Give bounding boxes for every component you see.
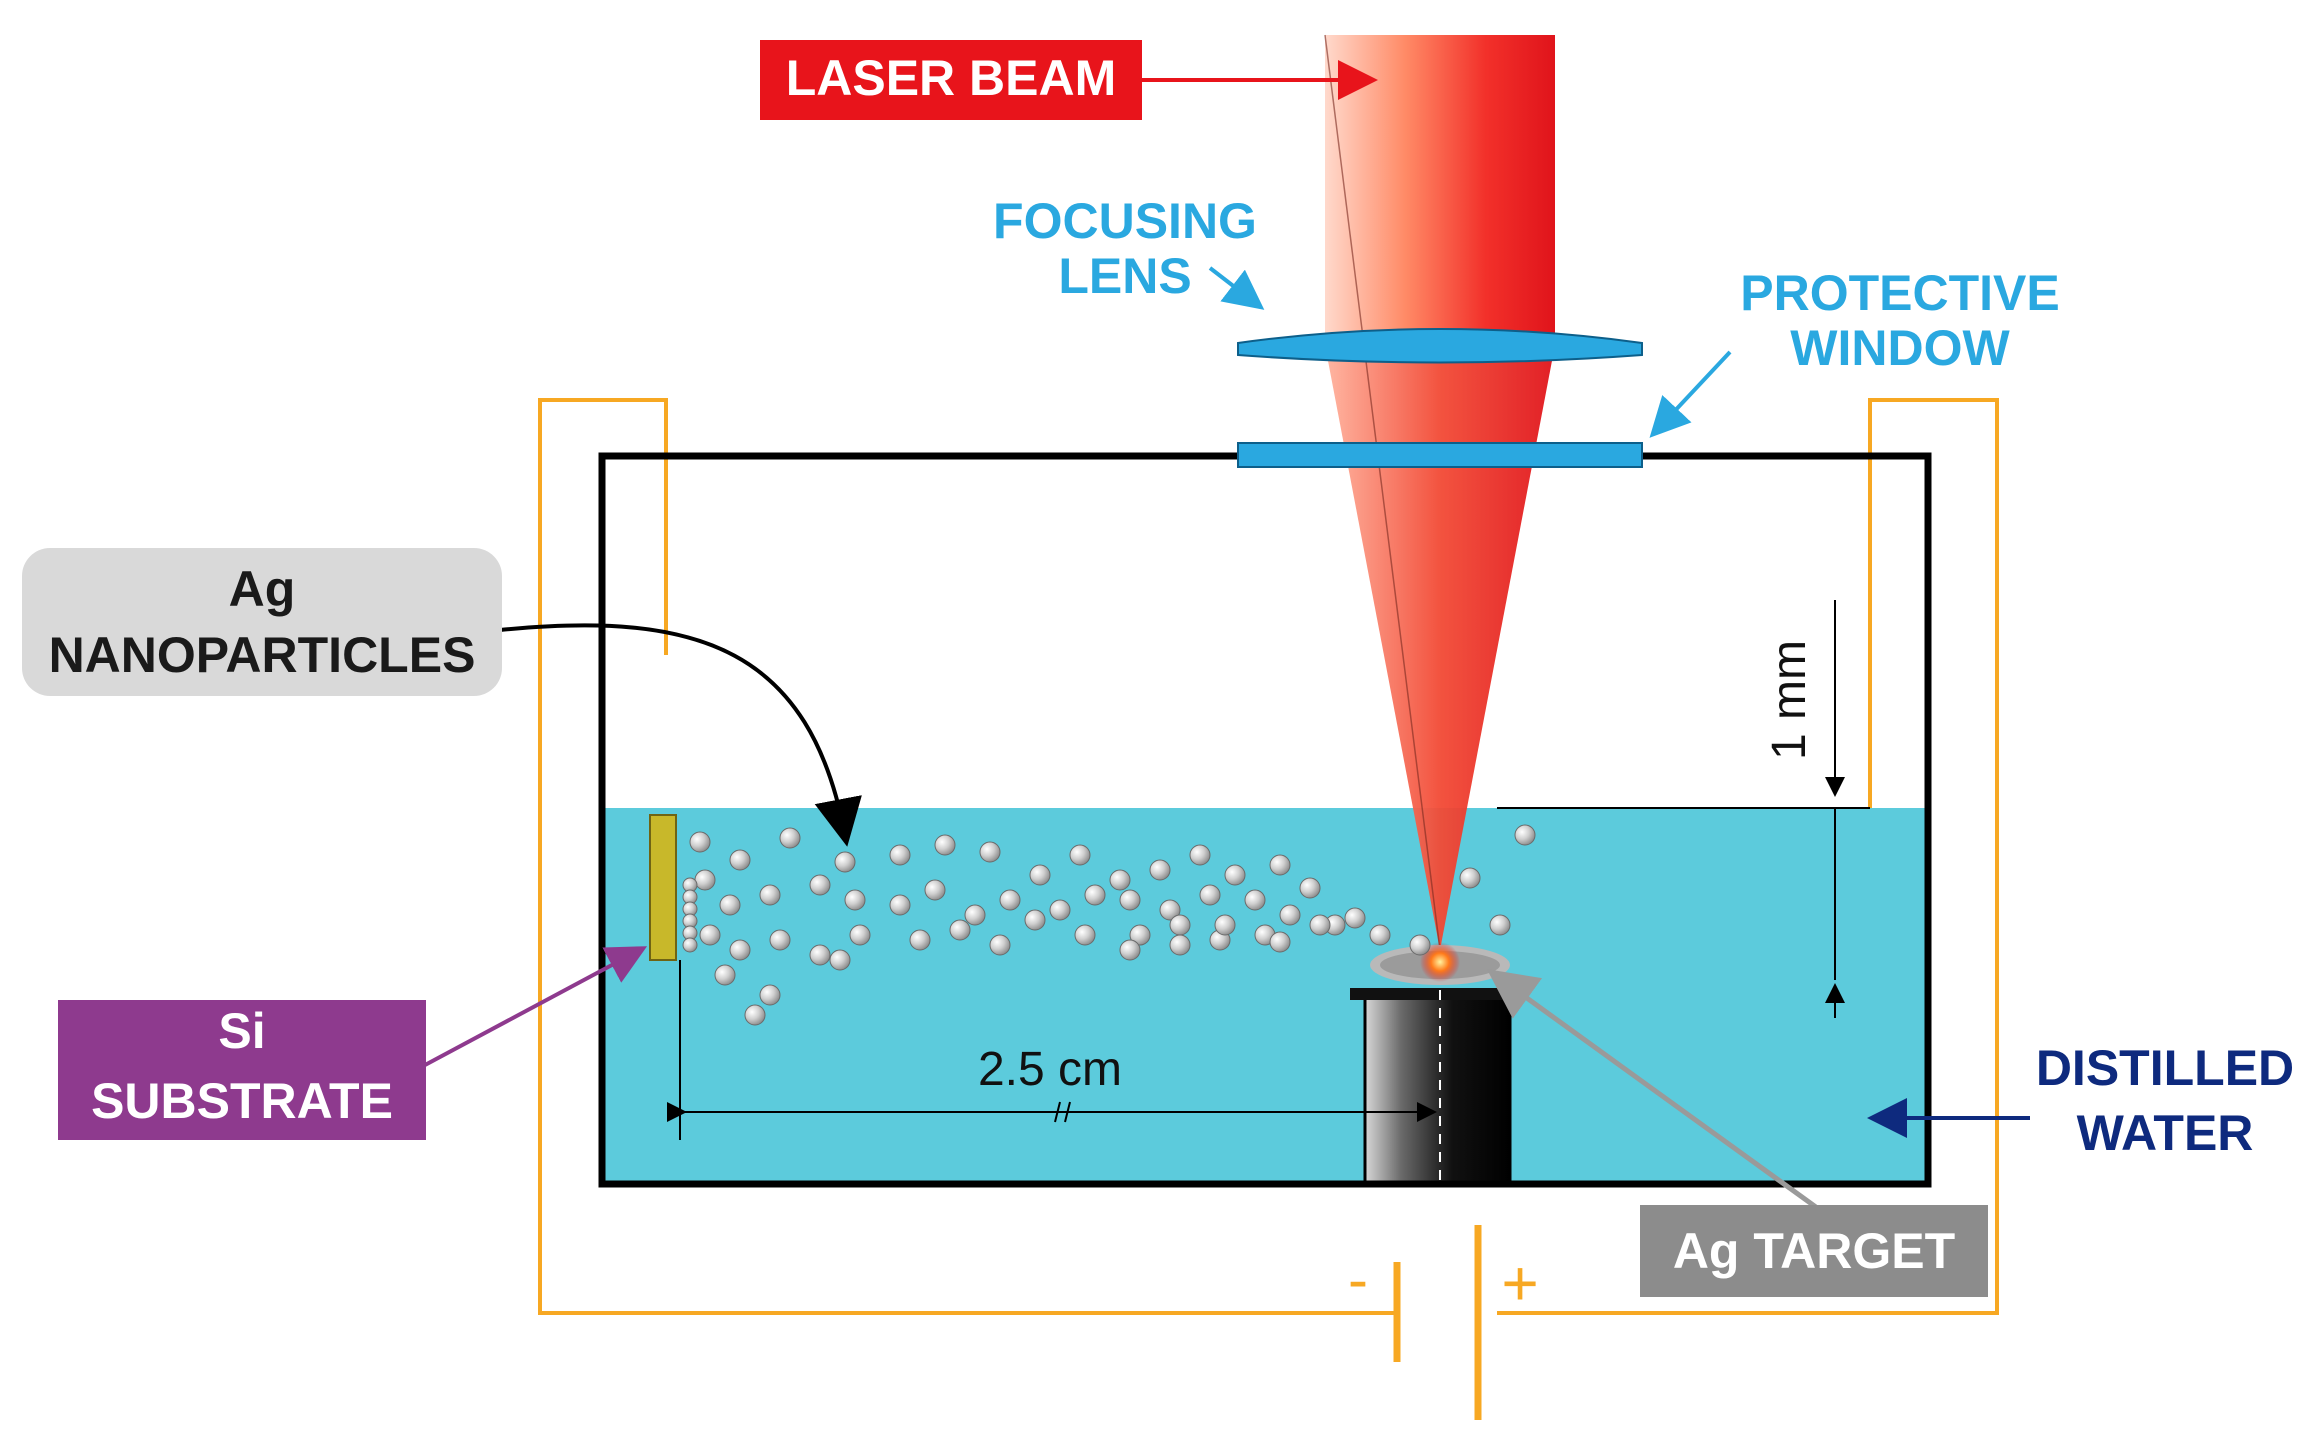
nanoparticle xyxy=(809,944,831,966)
nanoparticle xyxy=(759,984,781,1006)
nanoparticle xyxy=(1119,939,1141,961)
nanoparticle xyxy=(889,894,911,916)
nanoparticle xyxy=(689,831,711,853)
nanoparticle xyxy=(809,874,831,896)
distilled-water-label-1: DISTILLED xyxy=(2036,1040,2294,1096)
si-substrate-label-2: SUBSTRATE xyxy=(91,1073,393,1129)
protective-window-arrow xyxy=(1649,350,1732,438)
nanoparticle xyxy=(694,869,716,891)
si-substrate-label-1: Si xyxy=(218,1003,265,1059)
nanoparticle xyxy=(909,929,931,951)
nanoparticle xyxy=(1119,889,1141,911)
nanoparticle xyxy=(1514,824,1536,846)
nanoparticle xyxy=(1244,889,1266,911)
nanoparticle xyxy=(1169,934,1191,956)
ablation-hotspot xyxy=(1420,942,1460,982)
nanoparticle xyxy=(1169,914,1191,936)
nanoparticle xyxy=(1214,914,1236,936)
battery-plus-label: + xyxy=(1501,1247,1538,1319)
nanoparticle xyxy=(934,834,956,856)
ag-target-label-box xyxy=(1640,1205,1988,1297)
focusing-lens xyxy=(1237,328,1643,364)
deposited-nanoparticle xyxy=(682,937,698,953)
nanoparticle xyxy=(1459,867,1481,889)
nanoparticle xyxy=(769,929,791,951)
nanoparticle xyxy=(834,851,856,873)
laser-beam-label: LASER BEAM xyxy=(786,50,1117,106)
nanoparticle xyxy=(924,879,946,901)
target-holder xyxy=(1363,996,1512,1184)
nanoparticle xyxy=(729,849,751,871)
distance-label: 2.5 cm xyxy=(978,1043,1122,1096)
ag-nanoparticles-label-1: Ag xyxy=(229,561,296,617)
nanoparticle xyxy=(699,924,721,946)
nanoparticle xyxy=(1344,907,1366,929)
ag-nanoparticles-label-box xyxy=(22,548,502,696)
nanoparticle xyxy=(759,884,781,906)
laser-beam-label-box xyxy=(760,40,1142,120)
nanoparticle xyxy=(1159,899,1181,921)
battery-minus-label: - xyxy=(1348,1246,1368,1313)
nanoparticle xyxy=(1299,877,1321,899)
nanoparticle xyxy=(849,924,871,946)
focusing-lens-label-1: FOCUSING xyxy=(993,193,1257,249)
focusing-lens-arrow xyxy=(1208,266,1265,310)
nanoparticle xyxy=(1149,859,1171,881)
nanoparticle xyxy=(714,964,736,986)
nanoparticle xyxy=(989,934,1011,956)
nanoparticle xyxy=(829,949,851,971)
si-substrate xyxy=(649,814,677,961)
distance-dimension xyxy=(667,960,1437,1140)
nanoparticle xyxy=(1269,854,1291,876)
nanoparticle xyxy=(1084,884,1106,906)
nanoparticle xyxy=(1489,914,1511,936)
nanoparticle xyxy=(1269,931,1291,953)
nanoparticle xyxy=(1129,924,1151,946)
nanoparticle xyxy=(964,904,986,926)
nanoparticle xyxy=(999,889,1021,911)
protective-window-label-1: PROTECTIVE xyxy=(1740,265,2059,321)
nanoparticle xyxy=(844,889,866,911)
depth-label: 1 mm xyxy=(1763,640,1816,760)
nanoparticle xyxy=(1309,914,1331,936)
nanoparticle xyxy=(1109,869,1131,891)
nanoparticle xyxy=(1279,904,1301,926)
nanoparticle xyxy=(979,841,1001,863)
distilled-water-fill xyxy=(604,808,1926,1182)
depth-dimension xyxy=(1497,600,1870,1018)
protective-window xyxy=(1237,442,1643,468)
nanoparticle xyxy=(729,939,751,961)
nanoparticles-arrow xyxy=(499,623,862,847)
ag-target-arrow xyxy=(1486,969,1822,1213)
ag-target-label: Ag TARGET xyxy=(1673,1223,1955,1279)
focusing-lens-label-2: LENS xyxy=(1058,248,1191,304)
si-substrate-label-box xyxy=(58,1000,426,1140)
distilled-water-label-2: WATER xyxy=(2077,1105,2254,1161)
nanoparticle xyxy=(1409,934,1431,956)
nanoparticle xyxy=(1049,899,1071,921)
si-substrate-arrow xyxy=(424,946,648,1067)
nanoparticle xyxy=(1189,844,1211,866)
nanoparticle xyxy=(1199,884,1221,906)
battery-icon xyxy=(1393,1225,1482,1420)
nanoparticle xyxy=(889,844,911,866)
nanoparticle xyxy=(949,919,971,941)
nanoparticle xyxy=(1369,924,1391,946)
nanoparticle xyxy=(1069,844,1091,866)
ag-nanoparticles-label-2: NANOPARTICLES xyxy=(49,627,476,683)
nanoparticle xyxy=(1074,924,1096,946)
nanoparticles xyxy=(682,824,1536,1026)
nanoparticle xyxy=(744,1004,766,1026)
nanoparticle xyxy=(779,827,801,849)
nanoparticle xyxy=(1024,909,1046,931)
protective-window-label-2: WINDOW xyxy=(1790,320,2010,376)
nanoparticle xyxy=(719,894,741,916)
nanoparticle xyxy=(1029,864,1051,886)
nanoparticle xyxy=(1224,864,1246,886)
